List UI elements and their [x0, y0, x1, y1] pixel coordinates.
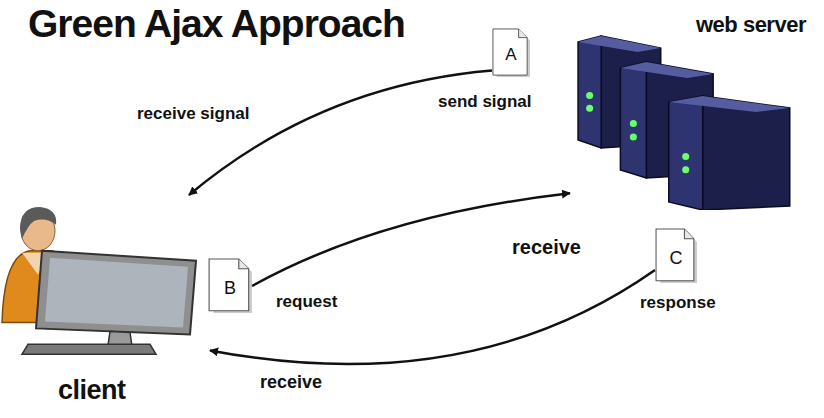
edge-label: receive signal [135, 104, 251, 124]
curved-arrow [189, 71, 492, 196]
document-letter: C [670, 248, 683, 269]
document-letter: B [224, 278, 236, 299]
message-label: request [274, 292, 339, 312]
node-label: web server [696, 12, 806, 38]
edge-label: receive [258, 372, 324, 393]
server-node: web server [570, 0, 822, 210]
curved-arrow [210, 270, 655, 364]
message-label: send signal [436, 92, 534, 112]
document-node: B [208, 258, 252, 314]
edge-label: receive [510, 236, 583, 259]
diagram-title: Green Ajax Approach [28, 2, 405, 46]
document-letter: A [505, 45, 516, 65]
message-label: response [638, 293, 718, 313]
document-node: A [492, 28, 530, 78]
node-label: client [58, 375, 126, 406]
document-node: C [655, 228, 697, 284]
client-node: client [0, 195, 210, 417]
